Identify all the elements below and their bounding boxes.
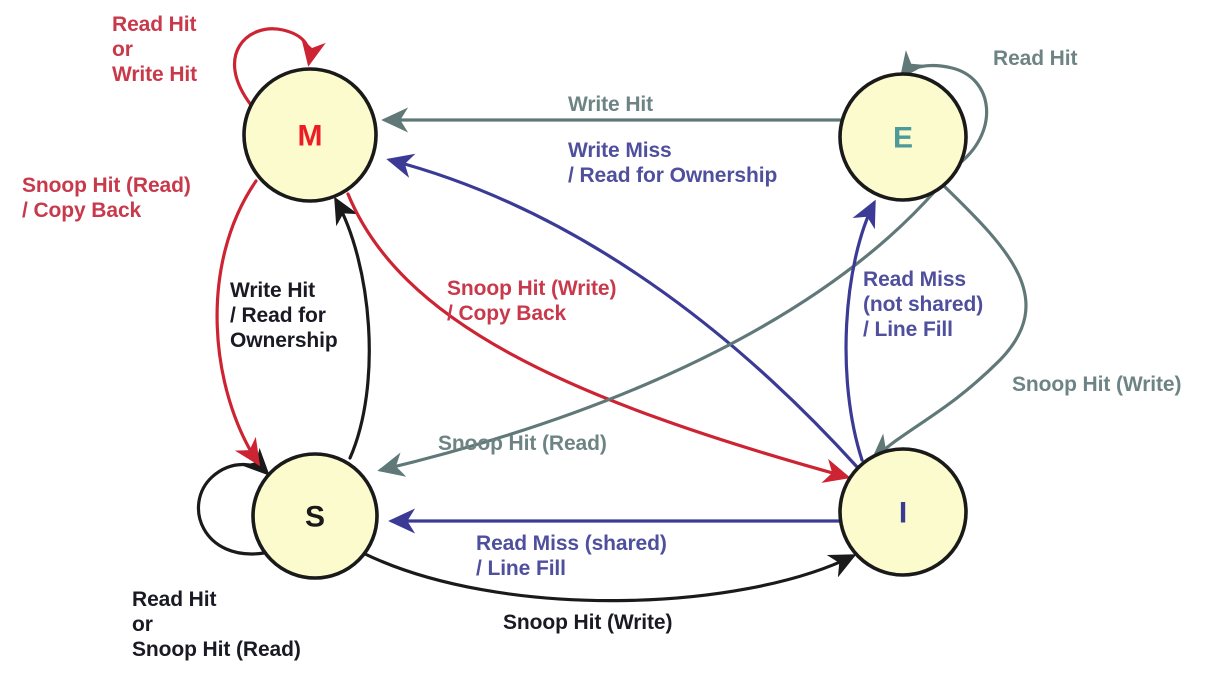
edge-m-to-i xyxy=(346,192,851,483)
node-m-circle[interactable] xyxy=(242,67,378,203)
label-i-to-s: Read Miss (shared) / Line Fill xyxy=(476,532,667,580)
edge-s-to-m xyxy=(334,196,371,460)
node-e-circle[interactable] xyxy=(838,72,968,202)
node-i-label: I xyxy=(899,497,907,530)
node-s[interactable]: S xyxy=(251,452,379,580)
label-s-to-m: Write Hit / Read for Ownership xyxy=(230,279,338,352)
node-e-label: E xyxy=(893,122,913,155)
label-e-to-s: Snoop Hit (Read) xyxy=(438,432,607,455)
label-i-to-m: Write Miss / Read for Ownership xyxy=(568,139,778,187)
label-e-self-loop: Read Hit xyxy=(993,47,1078,70)
label-s-to-i: Snoop Hit (Write) xyxy=(503,611,673,634)
edge-e-self-loop xyxy=(899,50,989,165)
edge-i-to-e xyxy=(844,199,876,462)
label-m-self-loop: Read Hit or Write Hit xyxy=(112,13,198,86)
node-i-circle[interactable] xyxy=(838,447,968,577)
node-s-label: S xyxy=(305,501,325,534)
edge-m-self-loop xyxy=(232,27,326,107)
node-m[interactable]: M xyxy=(242,67,378,203)
label-e-to-m: Write Hit xyxy=(568,93,654,116)
edge-s-to-i xyxy=(361,551,857,603)
node-i[interactable]: I xyxy=(838,447,968,577)
edge-e-to-i xyxy=(871,184,1028,461)
label-m-to-s: Snoop Hit (Read) / Copy Back xyxy=(22,174,191,222)
edge-m-to-s xyxy=(215,179,261,467)
label-m-to-i: Snoop Hit (Write) / Copy Back xyxy=(447,277,617,325)
label-i-to-e: Read Miss (not shared) / Line Fill xyxy=(863,268,984,341)
node-e[interactable]: E xyxy=(838,72,968,202)
edge-e-to-s xyxy=(377,188,938,477)
edge-i-to-m xyxy=(386,153,860,470)
label-e-to-i: Snoop Hit (Write) xyxy=(1012,373,1182,396)
label-s-self-loop: Read Hit or Snoop Hit (Read) xyxy=(132,588,301,661)
node-s-circle[interactable] xyxy=(251,452,379,580)
node-m-label: M xyxy=(298,120,323,153)
